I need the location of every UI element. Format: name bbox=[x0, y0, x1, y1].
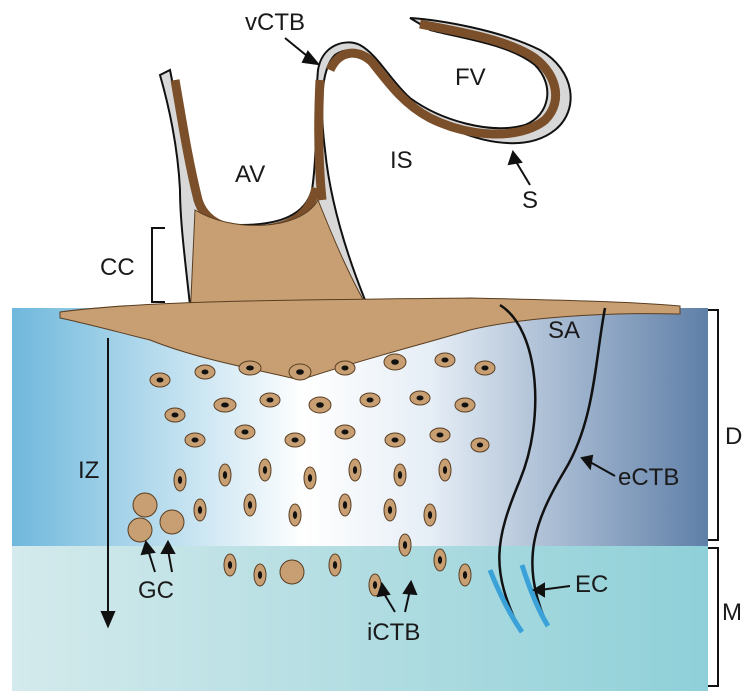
cell-nucleus bbox=[178, 476, 182, 484]
label-iz: IZ bbox=[78, 457, 99, 484]
label-av: AV bbox=[235, 161, 265, 188]
cell-nucleus bbox=[223, 471, 227, 479]
label-is: IS bbox=[390, 147, 413, 174]
cell-nucleus bbox=[403, 541, 407, 549]
cell-nucleus bbox=[267, 398, 274, 403]
cell-nucleus bbox=[428, 511, 432, 519]
label-vctb: vCTB bbox=[245, 9, 305, 36]
cell-nucleus bbox=[437, 433, 444, 438]
label-sa: SA bbox=[548, 317, 580, 344]
label-gc: GC bbox=[138, 577, 174, 604]
cell-nucleus bbox=[442, 358, 449, 363]
cell-nucleus bbox=[198, 506, 202, 514]
cell-nucleus bbox=[482, 366, 489, 371]
myometrium-band bbox=[12, 546, 708, 691]
cell-nucleus bbox=[246, 366, 254, 371]
label-fv: FV bbox=[455, 64, 486, 91]
cell-nucleus bbox=[343, 501, 347, 509]
label-m: M bbox=[722, 599, 742, 626]
cell-nucleus bbox=[263, 466, 267, 474]
cell-nucleus bbox=[202, 370, 209, 375]
cell-nucleus bbox=[258, 571, 262, 579]
cell-nucleus bbox=[308, 474, 312, 482]
cell-nucleus bbox=[228, 561, 232, 569]
cell-nucleus bbox=[438, 556, 442, 564]
cell-nucleus bbox=[296, 369, 304, 375]
cell-nucleus bbox=[477, 443, 483, 448]
cell-nucleus bbox=[293, 511, 297, 519]
cell-nucleus bbox=[333, 561, 337, 569]
label-ectb: eCTB bbox=[618, 464, 679, 491]
label-d: D bbox=[725, 423, 742, 450]
cell-nucleus bbox=[342, 366, 349, 371]
cell-nucleus bbox=[248, 501, 252, 509]
cell-nucleus bbox=[221, 403, 229, 408]
cell-nucleus bbox=[443, 466, 447, 474]
cell-nucleus bbox=[353, 466, 357, 474]
cell-nucleus bbox=[367, 398, 374, 403]
cell-nucleus bbox=[292, 438, 299, 443]
label-ictb: iCTB bbox=[367, 619, 420, 646]
cell-nucleus bbox=[342, 430, 349, 435]
cell-nucleus bbox=[392, 438, 399, 443]
cell-nucleus bbox=[192, 438, 199, 443]
cell-nucleus bbox=[391, 359, 399, 365]
cell-nucleus bbox=[462, 403, 469, 408]
label-s: S bbox=[522, 187, 538, 214]
cell-nucleus bbox=[316, 402, 324, 408]
label-cc: CC bbox=[100, 254, 135, 281]
cell-nucleus bbox=[398, 471, 402, 479]
cell-nucleus bbox=[157, 378, 164, 383]
cell-nucleus bbox=[388, 506, 392, 514]
cell-nucleus bbox=[417, 396, 424, 401]
cell-nucleus bbox=[373, 581, 377, 589]
cell-nucleus bbox=[463, 571, 467, 579]
cell-nucleus bbox=[172, 413, 179, 418]
label-ec: EC bbox=[575, 571, 608, 598]
cell-nucleus bbox=[242, 430, 249, 435]
